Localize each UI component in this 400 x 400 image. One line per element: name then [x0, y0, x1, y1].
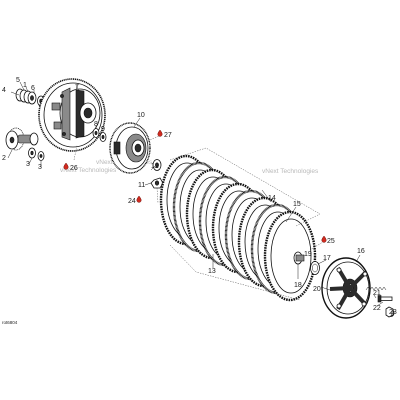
clutch-hub-part	[109, 122, 151, 174]
watermark: vNext Technologies	[262, 168, 319, 175]
spacer-part	[28, 147, 45, 161]
callout-label: 13	[208, 268, 216, 275]
callout-label: 20	[313, 286, 321, 293]
callout-label: 23	[389, 309, 397, 316]
callout-label: 5	[16, 77, 20, 84]
callout-label: 14	[268, 195, 276, 202]
callout-label: 17	[323, 255, 331, 262]
callout-label: 27	[164, 132, 172, 139]
callout-label: 9	[101, 126, 105, 133]
clutch-plate-pack	[159, 147, 321, 302]
callout-label: 18	[294, 282, 302, 289]
callout-label: 16	[357, 248, 365, 255]
lubricant-drop-icon	[63, 162, 69, 170]
clutch-plate	[263, 210, 317, 302]
callout-label: 19	[304, 251, 312, 258]
callout-label: 3	[26, 161, 30, 168]
callout-label: 7	[75, 84, 79, 91]
callout-label: 1	[23, 82, 27, 89]
washer-part	[92, 128, 162, 171]
lubricant-drop-icon	[157, 129, 163, 137]
callout-label: 8	[94, 121, 98, 128]
callout-label: 21	[373, 290, 381, 297]
callout-label: 10	[137, 112, 145, 119]
callout-label: 4	[2, 87, 6, 94]
watermark: vNext Technologies	[60, 167, 117, 174]
lubricant-drop-icon	[136, 195, 142, 203]
callout-label: 3	[38, 164, 42, 171]
figure-reference-code: rot6804	[2, 320, 18, 325]
spring-part	[365, 286, 387, 291]
callout-label: 22	[373, 305, 381, 312]
spring-stack-part	[15, 88, 37, 105]
leader-lines	[7, 81, 393, 317]
callout-label: 24	[128, 198, 136, 205]
clutch-housing-part	[38, 78, 106, 152]
callout-label: 15	[293, 201, 301, 208]
circlip-part	[310, 261, 320, 275]
callout-label: 26	[70, 165, 78, 172]
callout-label: 12	[151, 163, 159, 170]
assembly-guide-line	[169, 147, 321, 301]
pressure-plate-part	[321, 257, 371, 319]
callout-label: 11	[138, 182, 145, 189]
callout-label: 6	[31, 85, 35, 92]
callout-label: 2	[2, 155, 6, 162]
small-gear-part	[5, 127, 39, 151]
lubricant-drop-icon	[321, 235, 327, 243]
bearing-part	[293, 251, 305, 265]
callout-label: 25	[327, 238, 335, 245]
